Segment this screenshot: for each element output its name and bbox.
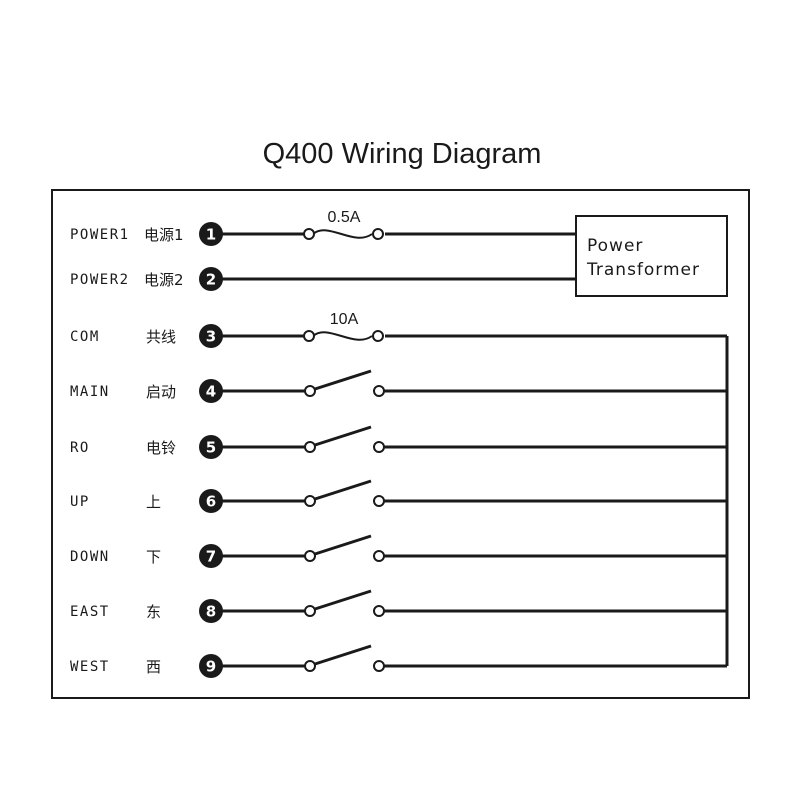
terminal-number: 2 bbox=[206, 271, 216, 289]
switch-contact bbox=[304, 550, 316, 562]
switch-contact bbox=[373, 550, 385, 562]
terminal-number: 6 bbox=[206, 493, 216, 511]
terminal-marker bbox=[199, 324, 223, 348]
diagram-frame bbox=[51, 189, 750, 699]
terminal-number: 1 bbox=[206, 226, 216, 244]
fuse-symbol bbox=[312, 229, 373, 239]
terminal-number: 8 bbox=[206, 603, 216, 621]
terminal-marker bbox=[199, 267, 223, 291]
terminal-row-8: EAST 东 8 bbox=[70, 589, 727, 623]
terminal-number: 9 bbox=[206, 658, 216, 676]
fuse-contact bbox=[372, 228, 384, 240]
terminal-row-5: RO 电铃 5 bbox=[70, 425, 727, 459]
terminal-number: 4 bbox=[206, 383, 216, 401]
switch-contact bbox=[304, 441, 316, 453]
switch-arm bbox=[314, 644, 372, 666]
switch-contact bbox=[373, 385, 385, 397]
terminal-cn-label: 启动 bbox=[146, 383, 176, 401]
fuse-contact bbox=[303, 228, 315, 240]
terminal-marker bbox=[199, 435, 223, 459]
switch-contact bbox=[304, 660, 316, 672]
switch-contact bbox=[373, 605, 385, 617]
terminal-cn-label: 电源2 bbox=[144, 271, 184, 289]
terminal-code-label: UP bbox=[70, 494, 90, 510]
terminal-marker bbox=[199, 599, 223, 623]
terminal-cn-label: 电铃 bbox=[146, 439, 176, 457]
terminal-code-label: EAST bbox=[70, 604, 110, 620]
terminal-code-label: POWER2 bbox=[70, 272, 130, 288]
terminal-marker bbox=[199, 222, 223, 246]
power-transformer-box bbox=[575, 215, 728, 297]
switch-arm bbox=[314, 534, 372, 556]
terminal-number: 5 bbox=[206, 439, 216, 457]
terminal-row-6: UP 上 6 bbox=[70, 479, 727, 513]
power-transformer-label-line1: Power bbox=[587, 236, 643, 256]
terminal-marker bbox=[199, 654, 223, 678]
terminal-number: 3 bbox=[206, 328, 216, 346]
terminal-code-label: POWER1 bbox=[70, 227, 130, 243]
terminal-row-7: DOWN 下 7 bbox=[70, 534, 727, 568]
switch-contact bbox=[373, 660, 385, 672]
terminal-marker bbox=[199, 489, 223, 513]
terminal-marker bbox=[199, 544, 223, 568]
diagram-title: Q400 Wiring Diagram bbox=[263, 138, 542, 170]
switch-arm bbox=[314, 479, 372, 501]
fuse-contact bbox=[303, 330, 315, 342]
switch-arm bbox=[314, 589, 372, 611]
terminal-row-4: MAIN 启动 4 bbox=[70, 369, 727, 403]
switch-contact bbox=[373, 441, 385, 453]
terminal-marker bbox=[199, 379, 223, 403]
terminal-row-9: WEST 西 9 bbox=[70, 644, 727, 678]
terminal-code-label: MAIN bbox=[70, 384, 110, 400]
terminal-code-label: RO bbox=[70, 440, 90, 456]
terminal-cn-label: 共线 bbox=[146, 328, 176, 346]
power-transformer-label-line2: Transformer bbox=[586, 260, 700, 280]
switch-arm bbox=[314, 425, 372, 447]
switch-contact bbox=[373, 495, 385, 507]
terminal-row-3: COM 共线 10A 3 bbox=[70, 311, 727, 348]
terminal-row-1: POWER1 电源1 0.5A 1 bbox=[70, 209, 576, 246]
terminal-cn-label: 西 bbox=[146, 658, 161, 676]
switch-contact bbox=[304, 385, 316, 397]
terminal-code-label: COM bbox=[70, 329, 100, 345]
fuse-rating-label: 0.5A bbox=[328, 209, 361, 226]
terminal-cn-label: 东 bbox=[146, 603, 161, 621]
terminal-cn-label: 电源1 bbox=[144, 226, 184, 244]
terminal-cn-label: 下 bbox=[146, 548, 161, 566]
fuse-symbol bbox=[312, 331, 373, 341]
fuse-contact bbox=[372, 330, 384, 342]
switch-contact bbox=[304, 605, 316, 617]
fuse-rating-label: 10A bbox=[330, 311, 359, 328]
terminal-number: 7 bbox=[206, 548, 216, 566]
switch-arm bbox=[314, 369, 372, 391]
terminal-code-label: DOWN bbox=[70, 549, 110, 565]
terminal-row-2: POWER2 电源2 2 bbox=[70, 267, 576, 291]
terminal-cn-label: 上 bbox=[146, 493, 161, 511]
switch-contact bbox=[304, 495, 316, 507]
terminal-code-label: WEST bbox=[70, 659, 110, 675]
